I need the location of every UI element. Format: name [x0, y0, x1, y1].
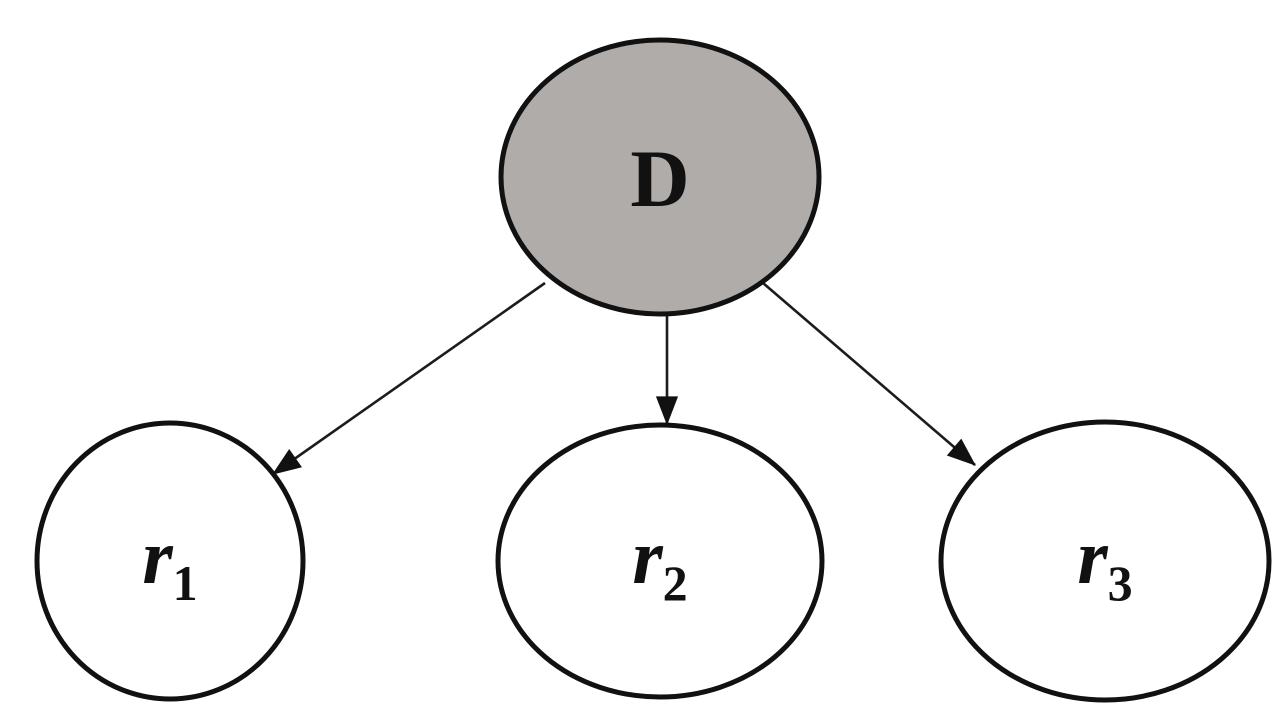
node-r2-label: r2 — [632, 513, 687, 611]
node-r3: r3 — [938, 419, 1272, 703]
node-d-label: D — [630, 133, 689, 224]
edges-group — [272, 281, 976, 476]
edge-d-r3 — [762, 282, 976, 466]
edge-d-r1 — [272, 281, 546, 476]
node-r1-label: r1 — [142, 513, 197, 611]
node-r2: r2 — [495, 422, 825, 700]
node-r2-label-subscript: 2 — [663, 555, 688, 611]
node-r3-label-base: r — [1077, 513, 1108, 600]
node-r1-shape — [34, 420, 306, 702]
node-d: D — [498, 37, 822, 317]
node-r3-label: r3 — [1077, 513, 1132, 611]
node-r2-shape — [495, 422, 825, 700]
node-r1: r1 — [34, 420, 306, 702]
node-r3-label-subscript: 3 — [1108, 555, 1133, 611]
node-r3-shape — [938, 419, 1272, 703]
node-r1-label-base: r — [142, 513, 173, 600]
node-r2-label-base: r — [632, 513, 663, 600]
node-r1-label-subscript: 1 — [173, 555, 198, 611]
node-d-shape — [498, 37, 822, 317]
